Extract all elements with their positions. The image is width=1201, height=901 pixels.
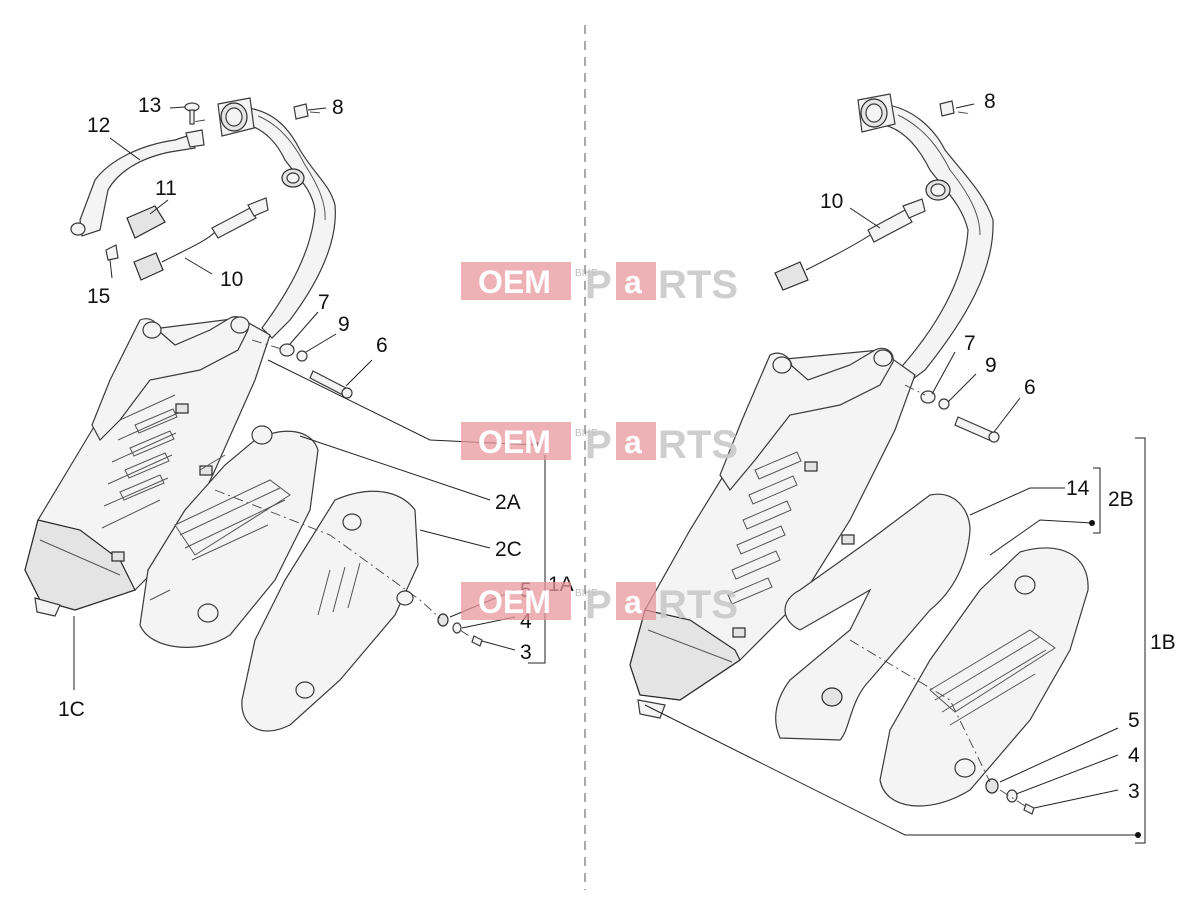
watermark-1: OEM BIKE P a RTS — [461, 262, 738, 307]
exhaust-pipe-left — [217, 97, 336, 339]
exhaust-pipe-right — [857, 93, 994, 386]
heat-shield-right — [879, 547, 1089, 807]
label-4-right: 4 — [1128, 744, 1140, 767]
svg-text:a: a — [624, 264, 642, 300]
label-5-right: 5 — [1128, 709, 1140, 732]
svg-text:BIKE: BIKE — [575, 588, 598, 599]
svg-text:P: P — [585, 583, 612, 627]
svg-text:a: a — [624, 424, 642, 460]
svg-text:a: a — [624, 584, 642, 620]
washer-9-left — [296, 350, 308, 362]
washer-7-left — [279, 343, 295, 357]
svg-text:P: P — [585, 423, 612, 467]
nut-8-right — [939, 100, 955, 117]
left-assembly — [24, 97, 546, 732]
label-9-right: 9 — [985, 354, 997, 377]
label-6-left: 6 — [376, 334, 388, 357]
outer-cover-2c — [241, 490, 419, 732]
label-3-right: 3 — [1128, 780, 1140, 803]
clip-15 — [105, 244, 119, 261]
svg-text:RTS: RTS — [658, 423, 738, 467]
label-12: 12 — [87, 114, 110, 137]
svg-text:RTS: RTS — [658, 583, 738, 627]
label-8-right: 8 — [984, 90, 996, 113]
screw-3-right — [1023, 803, 1035, 815]
svg-text:BIKE: BIKE — [575, 428, 598, 439]
label-14: 14 — [1066, 477, 1090, 500]
screw-13 — [184, 102, 200, 125]
nut-5-right — [985, 778, 999, 794]
watermark-2: OEM BIKE P a RTS — [461, 422, 738, 467]
nut-5-left — [437, 613, 449, 627]
label-9-left: 9 — [338, 313, 350, 336]
muffler-1c — [24, 316, 271, 617]
label-2b: 2B — [1108, 488, 1134, 511]
washer-9-right — [938, 398, 950, 410]
svg-text:OEM: OEM — [478, 424, 551, 460]
muffler-1b — [629, 347, 916, 719]
svg-text:P: P — [585, 263, 612, 307]
rubber-block-11 — [126, 205, 166, 239]
svg-text:RTS: RTS — [658, 263, 738, 307]
lambda-sensor-10-left — [133, 197, 269, 281]
nut-8-left — [293, 103, 309, 120]
label-13: 13 — [138, 94, 161, 117]
label-7-right: 7 — [964, 332, 976, 355]
label-8-left: 8 — [332, 96, 344, 119]
gasket-14 — [775, 493, 971, 741]
lambda-sensor-10-right — [774, 198, 926, 291]
label-11: 11 — [155, 177, 177, 200]
svg-text:OEM: OEM — [478, 264, 551, 300]
washer-4-left — [452, 622, 462, 634]
heat-shield-2a — [139, 425, 319, 648]
label-10-left: 10 — [220, 268, 243, 291]
label-15: 15 — [87, 285, 110, 308]
label-2c: 2C — [495, 538, 522, 561]
label-1b: 1B — [1150, 631, 1176, 654]
label-6-right: 6 — [1024, 376, 1036, 399]
watermark-3: OEM BIKE P a RTS — [461, 582, 738, 627]
svg-text:OEM: OEM — [478, 584, 551, 620]
bolt-6-right — [954, 416, 993, 441]
label-2a: 2A — [495, 491, 521, 514]
washer-7-right — [920, 390, 936, 404]
labels-right: 8 10 7 9 6 14 2B 1B 5 4 3 — [820, 90, 1176, 803]
label-1c: 1C — [58, 698, 85, 721]
right-assembly — [629, 93, 1146, 844]
label-3-left: 3 — [520, 641, 532, 664]
washer-4-right — [1006, 789, 1018, 803]
svg-text:BIKE: BIKE — [575, 268, 598, 279]
label-7-left: 7 — [318, 291, 330, 314]
label-10-right: 10 — [820, 190, 843, 213]
screw-3-left — [471, 635, 483, 647]
clamp-12 — [70, 129, 205, 237]
